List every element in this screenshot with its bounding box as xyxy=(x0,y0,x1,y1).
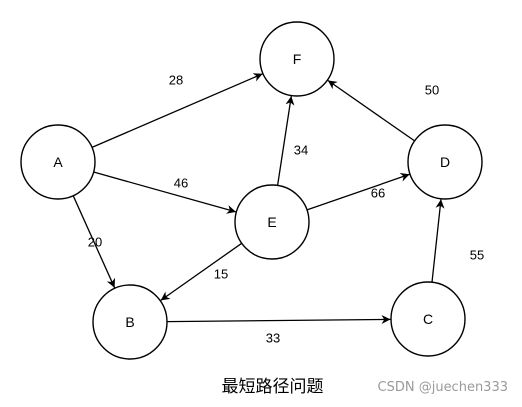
node-label: B xyxy=(125,314,134,330)
edge-weight-c-d: 55 xyxy=(470,248,484,263)
edge-weights-layer: 28 46 20 34 66 15 33 55 50 xyxy=(88,73,484,346)
edge-weight-e-b: 15 xyxy=(214,267,228,282)
node-b: B xyxy=(92,284,168,360)
edge-c-to-d xyxy=(431,199,445,283)
node-label: E xyxy=(267,214,276,230)
edge-e-to-f xyxy=(276,96,295,186)
edge-a-to-b xyxy=(72,195,116,289)
node-d: D xyxy=(407,124,483,200)
edge-arrow xyxy=(327,79,415,142)
node-circle xyxy=(20,124,96,200)
edge-d-to-f xyxy=(327,79,415,142)
node-circle xyxy=(92,284,168,360)
edge-arrow xyxy=(166,314,391,324)
node-label: C xyxy=(423,311,433,327)
edge-weight-b-c: 33 xyxy=(266,331,280,346)
edge-weight-d-f: 50 xyxy=(425,83,439,98)
edge-e-to-d xyxy=(306,172,410,211)
nodes-layer: A B C D E F xyxy=(20,21,483,360)
edge-arrow xyxy=(276,96,295,186)
node-f: F xyxy=(259,21,335,97)
edge-e-to-b xyxy=(160,242,243,301)
node-e: E xyxy=(234,184,310,260)
edge-weight-e-d: 66 xyxy=(371,186,385,201)
edge-a-to-f xyxy=(91,73,263,148)
edge-b-to-c xyxy=(166,314,391,324)
edge-arrow xyxy=(91,73,263,148)
edges-layer xyxy=(72,73,445,324)
edge-arrow xyxy=(306,172,410,211)
node-c: C xyxy=(390,281,466,357)
node-circle xyxy=(234,184,310,260)
edge-weight-a-e: 46 xyxy=(174,176,188,191)
edge-weight-a-b: 20 xyxy=(88,235,102,250)
node-circle xyxy=(407,124,483,200)
edge-arrow xyxy=(93,171,237,214)
edge-weight-a-f: 28 xyxy=(169,73,183,88)
edge-a-to-e xyxy=(93,171,237,214)
diagram-caption: 最短路径问题 xyxy=(221,377,324,397)
node-label: F xyxy=(293,51,302,67)
watermark: CSDN @juechen333 xyxy=(377,380,508,395)
edge-weight-e-f: 34 xyxy=(294,143,308,158)
node-label: D xyxy=(440,154,450,170)
node-label: A xyxy=(53,154,63,170)
edge-arrow xyxy=(431,199,445,283)
node-circle xyxy=(390,281,466,357)
node-circle xyxy=(259,21,335,97)
edge-arrow xyxy=(160,242,243,301)
node-a: A xyxy=(20,124,96,200)
edge-arrow xyxy=(72,195,116,289)
